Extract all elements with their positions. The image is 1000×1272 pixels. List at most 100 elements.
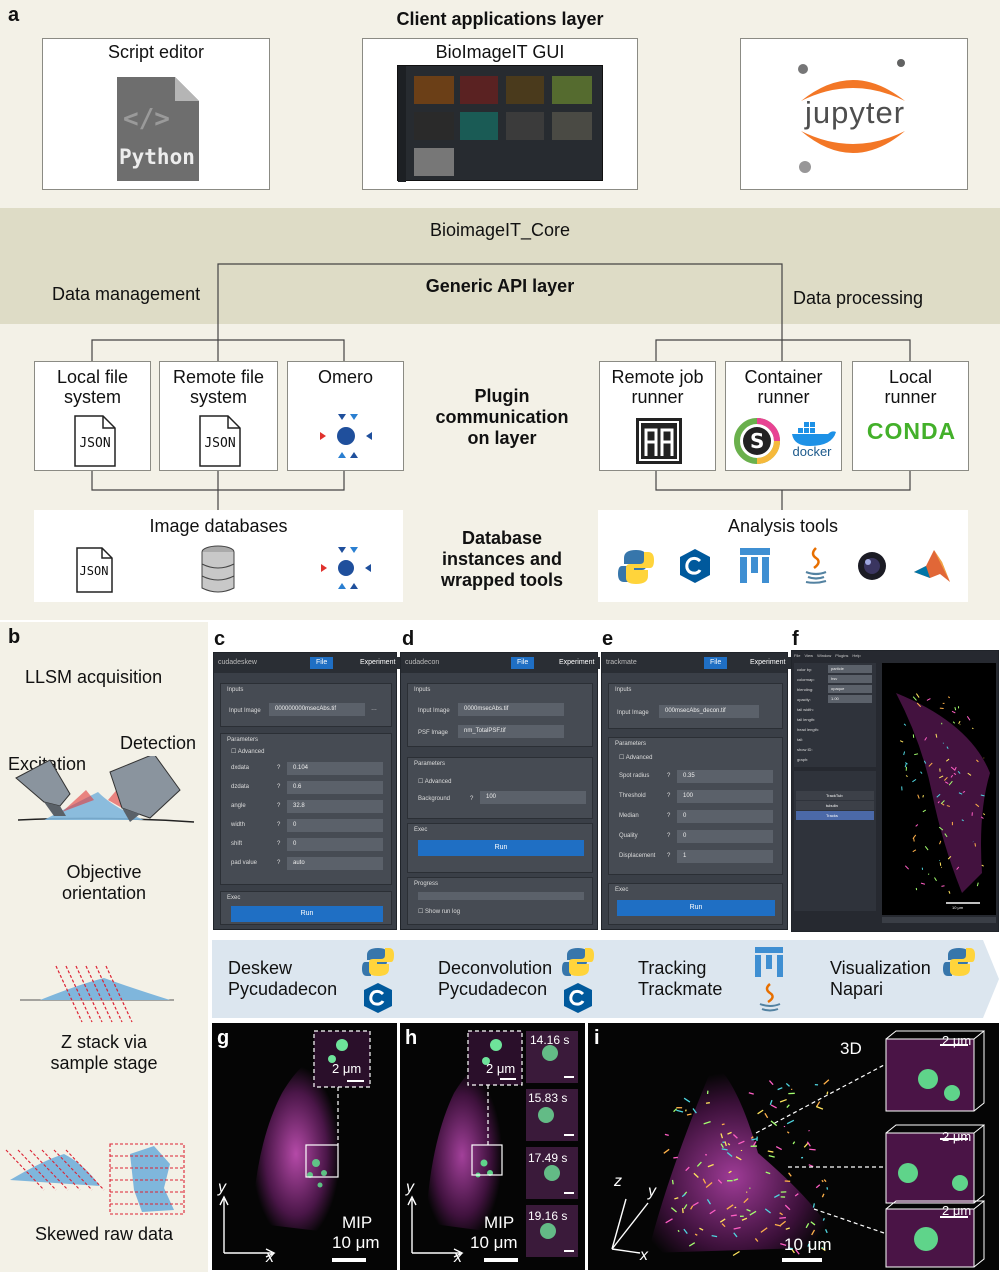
run-button[interactable]: Run [617, 900, 775, 916]
show-log-checkbox[interactable]: ☐ Show run log [418, 909, 461, 915]
param-field[interactable]: 0.104 [287, 762, 383, 775]
help-mark[interactable]: ? [277, 803, 281, 809]
g-mip-label: MIP [342, 1213, 373, 1232]
track-segment [951, 710, 956, 714]
input-image-field[interactable]: 000000000msecAbs.tif [269, 703, 365, 716]
plugin-line2: communication [435, 407, 569, 427]
advanced-checkbox[interactable]: ☐ Advanced [418, 779, 452, 785]
track-segment [780, 1220, 787, 1226]
cpp-icon [362, 982, 394, 1014]
java-icon [754, 982, 786, 1014]
help-mark[interactable]: ? [470, 796, 474, 802]
track-segment [663, 1148, 670, 1154]
frame-slider[interactable] [882, 917, 996, 923]
track-segment [787, 1247, 793, 1250]
layer-control-value[interactable]: opaque [828, 685, 872, 693]
cudadecon-titlebar: cudadecon [401, 653, 597, 673]
track-segment [904, 763, 907, 768]
layer-item[interactable]: Tracks [796, 811, 874, 820]
gui-thumb-5 [414, 112, 454, 140]
help-mark[interactable]: ? [277, 765, 281, 771]
advanced-checkbox[interactable]: ☐ Advanced [619, 755, 653, 761]
menu-item[interactable]: Plugins [835, 653, 849, 658]
track-segment [926, 698, 931, 701]
experiment-tab[interactable]: Experiment [553, 657, 601, 669]
track-segment [749, 1210, 757, 1216]
omero-logo-icon [321, 547, 371, 589]
track-segment [720, 1133, 724, 1139]
help-mark[interactable]: ? [667, 833, 671, 839]
menu-item[interactable]: View [804, 653, 814, 658]
layer-item[interactable]: TrackTub [796, 791, 874, 800]
input-image-field[interactable]: 000msecAbs_decon.tif [659, 705, 759, 718]
python-icon [562, 946, 594, 978]
fiji-icon [740, 548, 770, 583]
panel-i-letter: i [594, 1027, 600, 1049]
layer-control-value[interactable]: 1.00 [828, 695, 872, 703]
help-mark[interactable]: ? [277, 784, 281, 790]
track-segment [702, 1178, 707, 1184]
menu-item[interactable]: Help [852, 653, 861, 658]
advanced-checkbox[interactable]: ☐ Advanced [231, 749, 265, 755]
param-field[interactable]: 32.8 [287, 800, 383, 813]
advanced-label: Advanced [424, 779, 452, 785]
track-segment [699, 1227, 704, 1231]
track-segment [765, 1171, 771, 1175]
param-field[interactable]: 1 [677, 850, 773, 863]
param-field[interactable]: 0.35 [677, 770, 773, 783]
layer-item[interactable]: tubulin [796, 801, 874, 810]
param-field[interactable]: 0.6 [287, 781, 383, 794]
param-field[interactable]: 0 [677, 830, 773, 843]
file-tab[interactable]: File [704, 657, 728, 669]
experiment-tab[interactable]: Experiment [744, 657, 792, 669]
help-mark[interactable]: ? [667, 853, 671, 859]
h-time-1: 14.16 s [530, 1033, 570, 1047]
i-scale-label: 10 μm [784, 1235, 832, 1254]
track-segment [805, 1223, 810, 1229]
help-mark[interactable]: ? [277, 822, 281, 828]
param-field[interactable]: 100 [677, 790, 773, 803]
background-field[interactable]: 100 [480, 791, 586, 804]
help-mark[interactable]: ? [667, 813, 671, 819]
run-button[interactable]: Run [418, 840, 584, 856]
psf-image-field[interactable]: nm_TotalPSF.tif [458, 725, 564, 738]
track-segment [912, 849, 917, 853]
layer-control-value[interactable]: hsv [828, 675, 872, 683]
param-field[interactable]: auto [287, 857, 383, 870]
menu-item[interactable]: File [794, 653, 801, 658]
input-image-field[interactable]: 0000msecAbs.tif [458, 703, 564, 716]
param-field[interactable]: 0 [287, 819, 383, 832]
image-databases-label: Image databases [149, 516, 288, 536]
g-y-label: y [218, 1179, 226, 1196]
browse-dots: … [371, 706, 377, 712]
help-mark[interactable]: ? [667, 793, 671, 799]
file-tab[interactable]: File [511, 657, 535, 669]
track-segment [927, 873, 930, 875]
track-segment [748, 1092, 754, 1095]
remote-job-box: Remote job runner [599, 361, 716, 471]
layer-control-value[interactable]: particle [828, 665, 872, 673]
param-field[interactable]: 0 [287, 838, 383, 851]
experiment-tab[interactable]: Experiment [354, 657, 402, 669]
advanced-label: Advanced [625, 755, 653, 761]
help-mark[interactable]: ? [667, 773, 671, 779]
track-segment [945, 758, 950, 762]
gui-thumb-2 [460, 76, 498, 104]
tracks-3d-image [611, 1029, 985, 1268]
file-tab[interactable]: File [310, 657, 334, 669]
remote-job-line1: Remote job [611, 367, 704, 387]
run-button[interactable]: Run [231, 906, 383, 922]
omero-label: Omero [317, 367, 373, 387]
menu-item[interactable]: Window [817, 653, 832, 658]
track-segment [920, 771, 923, 774]
track-segment [914, 753, 919, 756]
track-segment [677, 1229, 680, 1233]
help-mark[interactable]: ? [277, 841, 281, 847]
container-line2: runner [757, 387, 810, 407]
layer-control-label: opacity: [797, 697, 811, 702]
help-mark[interactable]: ? [277, 860, 281, 866]
layer-control-label: color by: [797, 667, 813, 672]
param-field[interactable]: 0 [677, 810, 773, 823]
track-segment [938, 775, 944, 779]
